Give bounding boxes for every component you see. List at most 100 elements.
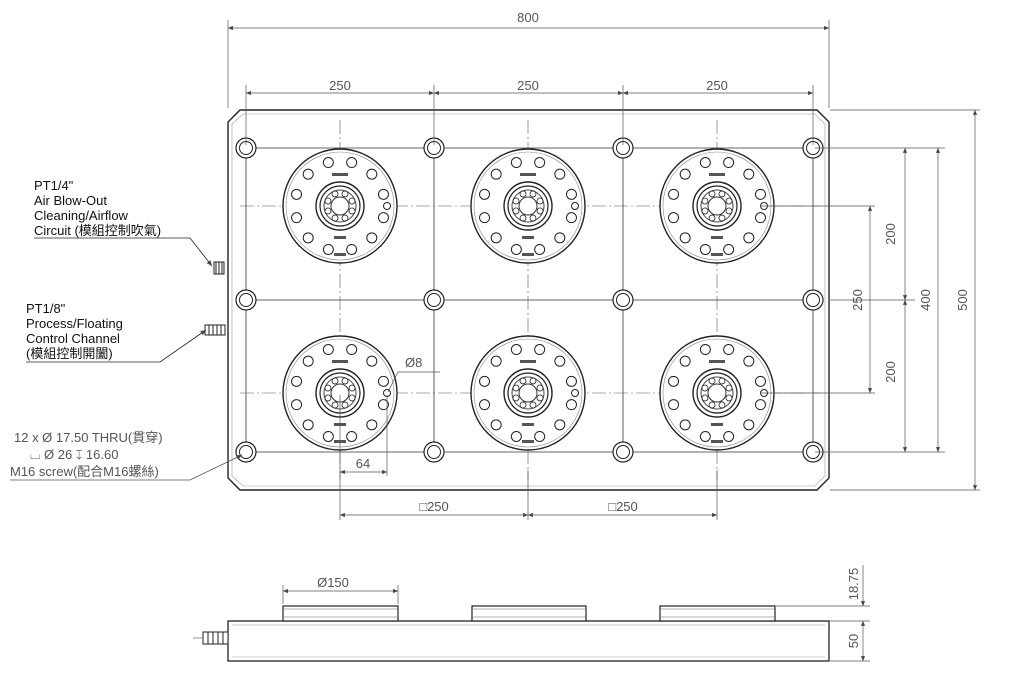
air-blow-fitting — [213, 261, 225, 275]
module-bolt-hole — [534, 344, 546, 356]
module-bolt-hole — [366, 232, 378, 244]
plate-thickness-label: 50 — [846, 634, 861, 648]
module-bolt-hole — [754, 399, 766, 411]
module-bolt-hole — [490, 232, 502, 244]
module-bolt-hole — [754, 188, 766, 200]
side-plate — [227, 620, 830, 662]
locating-pin — [571, 202, 579, 210]
square-label-1: □250 — [419, 499, 449, 514]
module-bolt-hole — [723, 157, 735, 169]
module-bolt-hole — [743, 355, 755, 367]
module-bolt-hole — [668, 212, 680, 224]
module-bolt-hole — [743, 419, 755, 431]
module-bolt-hole — [679, 355, 691, 367]
process-note-line-4: (模組控制開闔) — [26, 346, 113, 361]
mounting-hole — [802, 289, 824, 311]
height-200-top-label: 200 — [883, 223, 898, 245]
zero-point-module — [470, 335, 586, 451]
side-module-3 — [659, 605, 776, 622]
zero-point-module — [659, 335, 775, 451]
locating-pin — [383, 202, 391, 210]
module-bolt-hole — [699, 243, 711, 255]
process-channel-note: PT1/8" Process/Floating Control Channel … — [26, 301, 207, 363]
module-bolt-hole — [291, 375, 303, 387]
module-bolt-hole — [479, 399, 491, 411]
module-bolt-hole — [302, 355, 314, 367]
module-bolt-hole — [554, 168, 566, 180]
mounting-hole — [235, 441, 257, 463]
module-bolt-hole — [346, 243, 358, 255]
module-bolt-hole — [479, 188, 491, 200]
module-diameter-label: Ø150 — [317, 575, 349, 590]
height-200-bottom-label: 200 — [883, 361, 898, 383]
mounting-hole — [235, 289, 257, 311]
module-bolt-hole — [346, 344, 358, 356]
zero-point-module — [470, 148, 586, 264]
air-blow-note-line-4: Circuit (模組控制吹氣) — [34, 223, 161, 238]
mounting-hole — [612, 289, 634, 311]
module-bolt-hole — [754, 375, 766, 387]
module-bolt-hole — [565, 375, 577, 387]
module-bolt-hole — [479, 212, 491, 224]
side-module-2 — [471, 605, 587, 622]
module-bolt-hole — [565, 399, 577, 411]
hole-note-line-1: 12 x Ø 17.50 THRU(貫穿) — [14, 430, 163, 445]
module-bolt-hole — [510, 344, 522, 356]
module-bolt-hole — [291, 212, 303, 224]
height-250-label: 250 — [850, 289, 865, 311]
process-channel-fitting — [204, 324, 226, 336]
module-bolt-hole — [554, 419, 566, 431]
module-bolt-hole — [699, 430, 711, 442]
module-bolt-hole — [534, 430, 546, 442]
module-bolt-hole — [377, 399, 389, 411]
module-bolt-hole — [723, 243, 735, 255]
module-bolt-hole — [679, 168, 691, 180]
base-plate-inner-edge — [231, 113, 826, 487]
module-bolt-hole — [679, 232, 691, 244]
square-label-2: □250 — [608, 499, 638, 514]
module-bolt-hole — [322, 430, 334, 442]
module-bolt-hole — [534, 243, 546, 255]
module-bolt-hole — [366, 419, 378, 431]
module-bolt-hole — [322, 157, 334, 169]
module-bolt-hole — [291, 188, 303, 200]
hole-spec-note: 12 x Ø 17.50 THRU(貫穿) ⌴ Ø 26 ↧ 16.60 M16… — [10, 430, 243, 481]
module-bolt-hole — [534, 157, 546, 169]
module-bolt-hole — [302, 168, 314, 180]
top-view — [204, 109, 830, 491]
module-bolt-hole — [490, 419, 502, 431]
module-bolt-hole — [510, 430, 522, 442]
pin-offset-label: 64 — [356, 456, 370, 471]
locating-pin — [571, 389, 579, 397]
side-module-1 — [282, 605, 399, 622]
module-bolt-hole — [490, 355, 502, 367]
module-bolt-hole — [366, 355, 378, 367]
module-bolt-hole — [377, 212, 389, 224]
mounting-hole — [802, 441, 824, 463]
module-bolt-hole — [346, 157, 358, 169]
zero-point-modules — [282, 148, 775, 451]
side-fitting — [193, 631, 229, 645]
module-bolt-hole — [377, 375, 389, 387]
zero-point-module — [659, 148, 775, 264]
module-bolt-hole — [366, 168, 378, 180]
module-bolt-hole — [490, 168, 502, 180]
hole-note-line-3: M16 screw(配合M16螺絲) — [10, 464, 159, 479]
module-bolt-hole — [754, 212, 766, 224]
module-bolt-hole — [554, 355, 566, 367]
air-blow-note-line-2: Air Blow-Out — [34, 193, 107, 208]
module-bolt-hole — [699, 157, 711, 169]
pitch-label-1: 250 — [329, 78, 351, 93]
pitch-label-2: 250 — [517, 78, 539, 93]
module-bolt-hole — [743, 232, 755, 244]
mounting-hole — [612, 441, 634, 463]
pitch-label-3: 250 — [706, 78, 728, 93]
mounting-holes — [235, 137, 824, 463]
base-plate-outline — [227, 109, 830, 491]
height-500-label: 500 — [955, 289, 970, 311]
module-bolt-hole — [291, 399, 303, 411]
overall-width-label: 800 — [517, 10, 539, 25]
process-note-line-3: Control Channel — [26, 331, 120, 346]
module-bolt-hole — [723, 430, 735, 442]
